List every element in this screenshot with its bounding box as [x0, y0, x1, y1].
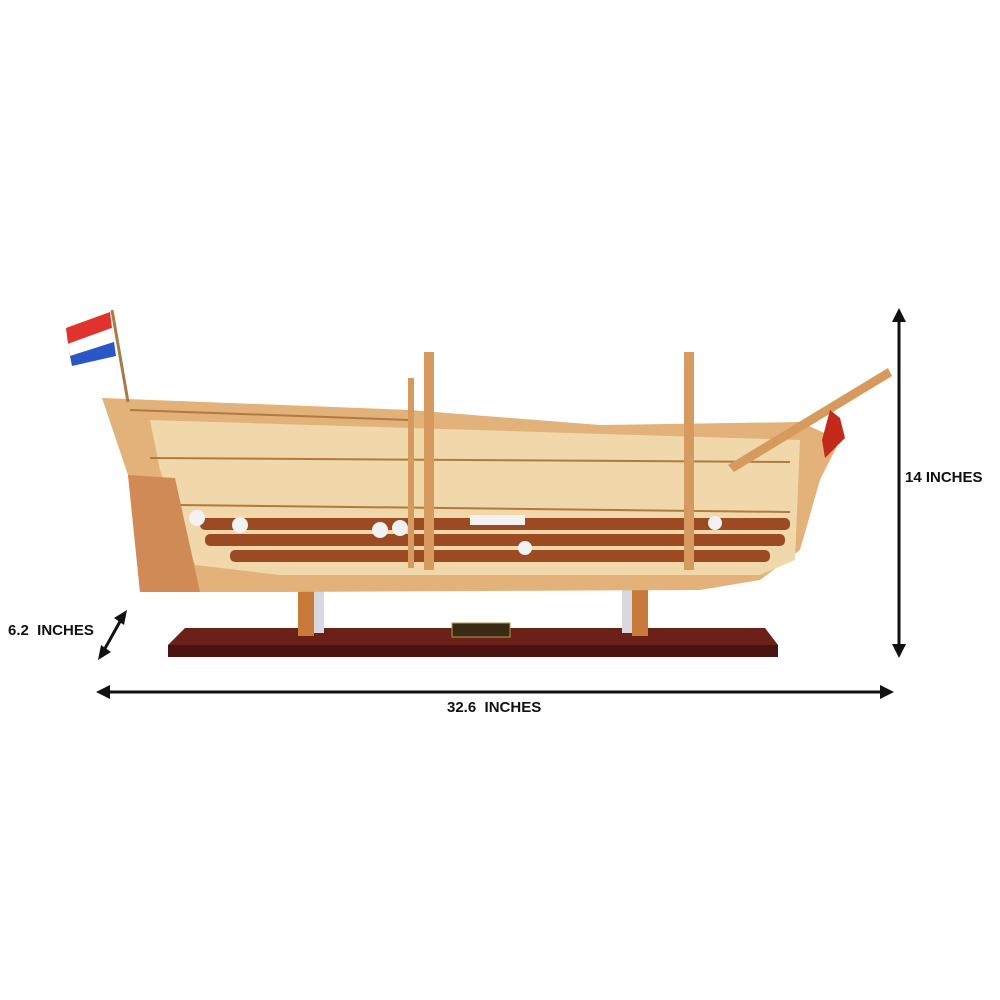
dutch-flag	[66, 312, 116, 366]
length-arrow	[96, 685, 894, 699]
name-plaque	[451, 622, 511, 638]
ship-hull	[102, 398, 840, 592]
width-label: 6.2 INCHES	[8, 622, 94, 639]
height-arrow	[892, 308, 906, 658]
length-label: 32.6 INCHES	[447, 699, 542, 716]
width-arrow	[98, 610, 127, 660]
figurehead	[822, 410, 845, 458]
height-label: 14 INCHES	[905, 469, 983, 486]
masts	[408, 352, 892, 570]
